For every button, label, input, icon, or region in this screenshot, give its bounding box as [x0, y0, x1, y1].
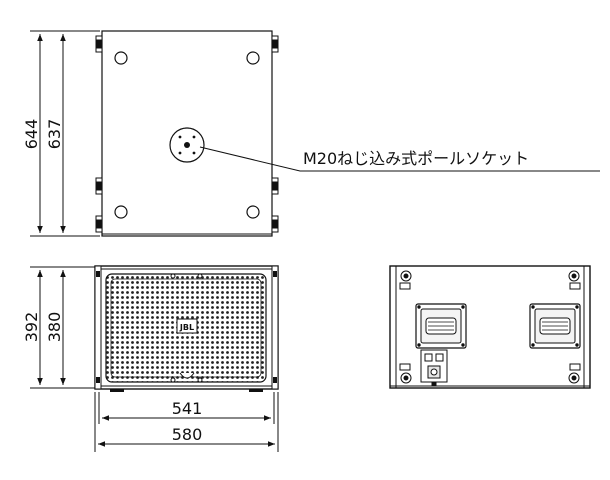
outer-width-label: 580 [172, 425, 203, 444]
rear-view-right-handle [529, 303, 581, 349]
rear-view-input-panel [420, 349, 448, 387]
pole-socket-callout: M20ねじ込み式ポールソケット [303, 149, 529, 168]
rear-view [389, 265, 591, 389]
front-view: 392 380 JBL [22, 265, 279, 452]
pole-socket [169, 127, 205, 163]
front-view-width-dimensions [94, 392, 279, 452]
rear-view-left-handle [415, 303, 467, 349]
grille-screws [170, 273, 203, 383]
top-view-height-dimensions [30, 30, 100, 237]
top-view: 644 637 [22, 30, 600, 237]
jbl-logo-badge [176, 318, 198, 334]
top-view-brackets [95, 35, 279, 233]
inner-width-label: 541 [172, 399, 203, 418]
jbl-logo-text: JBL [179, 323, 194, 332]
front-view-height-dimensions [30, 266, 100, 389]
inner-height-label: 637 [45, 119, 64, 150]
front-inner-height-label: 380 [45, 312, 64, 343]
top-view-corner-holes [114, 51, 260, 219]
front-outer-height-label: 392 [22, 312, 41, 343]
rear-view-corner-fittings [399, 270, 581, 384]
callout-leader-line [199, 146, 600, 172]
outer-height-label: 644 [22, 119, 41, 150]
